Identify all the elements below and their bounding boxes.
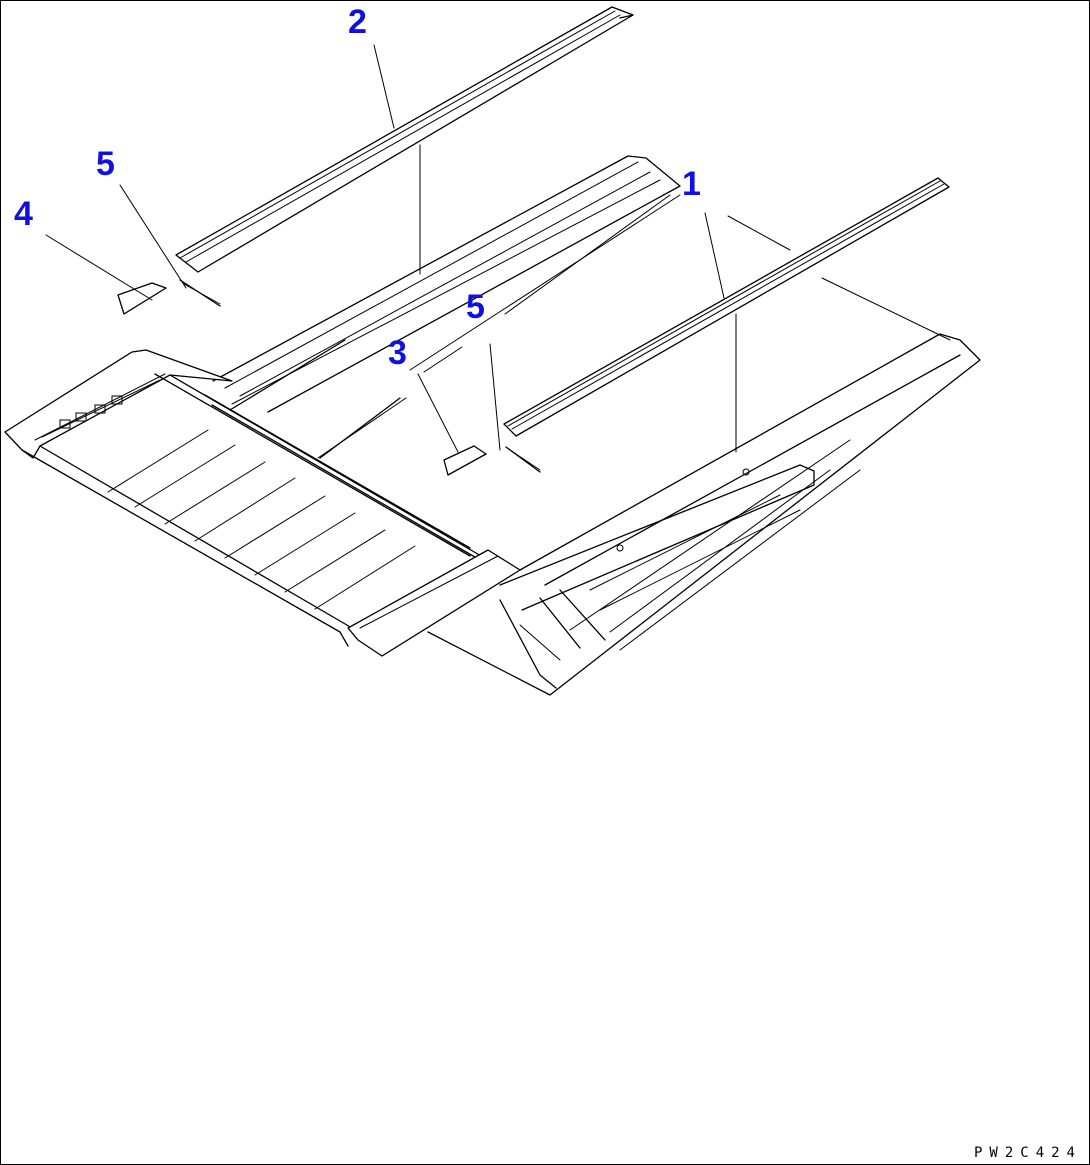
leader-lines [45, 44, 951, 459]
callout-3: 3 [388, 334, 407, 372]
part-3-pad [443, 445, 487, 476]
part-4-pad [117, 282, 167, 315]
drawing-code: PW2C424 [973, 1145, 1082, 1161]
callout-2: 2 [348, 3, 367, 41]
callout-4: 4 [14, 195, 33, 233]
callout-5-lower: 5 [466, 288, 485, 326]
part-2-rail [175, 6, 634, 273]
main-frame-assembly [4, 155, 981, 696]
part-5-pin-lower [505, 446, 541, 473]
part-1-rail [503, 177, 950, 437]
part-5-pin-upper [179, 279, 221, 307]
callout-5-upper: 5 [96, 145, 115, 183]
callout-1: 1 [682, 165, 701, 203]
